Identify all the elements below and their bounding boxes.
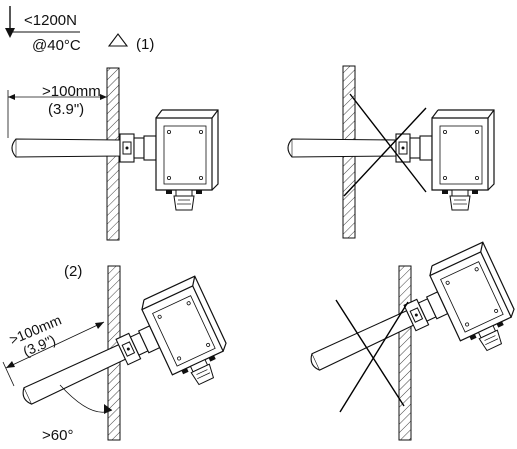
marker-2-label: (2) (64, 263, 82, 280)
weight-triangle-icon (107, 33, 129, 47)
sensor-top-right (287, 109, 495, 211)
sensor-bottom-left (19, 275, 238, 409)
marker-1-label: (1) (136, 36, 154, 53)
angle-label: >60° (42, 427, 73, 444)
cross-out-top-icon (343, 93, 427, 197)
wall-bottom-right (398, 265, 412, 441)
dim-top-inch-label: (3.9") (48, 101, 84, 118)
dim-top-mm-label: >100mm (42, 83, 101, 100)
cross-out-bottom-icon (335, 299, 409, 413)
load-arrow-icon (5, 6, 80, 38)
angle-arc-icon (59, 384, 113, 414)
load-force-label: <1200N (24, 12, 77, 29)
load-temperature-label: @40°C (32, 37, 81, 54)
dimension-top-left (7, 90, 107, 138)
dimension-bottom-left (2, 321, 105, 387)
